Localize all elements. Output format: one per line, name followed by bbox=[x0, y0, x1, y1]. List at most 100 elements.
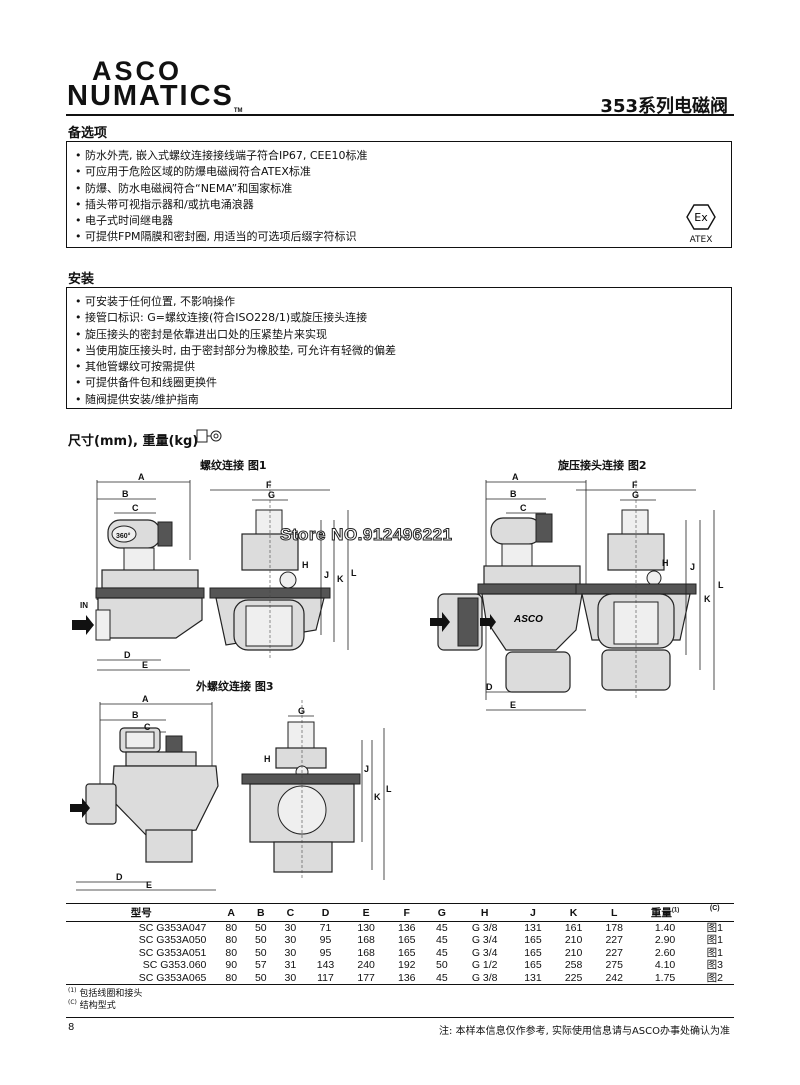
table-cell: 165 bbox=[524, 934, 542, 947]
table-cell: 45 bbox=[436, 922, 448, 934]
table-cell: 50 bbox=[254, 922, 267, 934]
table-cell: 2.90 bbox=[654, 934, 676, 947]
install-item: 其他管螺纹可按需提供 bbox=[75, 359, 723, 375]
body-brand-text: ASCO bbox=[513, 614, 543, 625]
options-box: 防水外壳, 嵌入式螺纹连接接线端子符合IP67, CEE10标准可应用于危险区域… bbox=[66, 141, 732, 248]
table-cell: 图1 bbox=[706, 934, 723, 947]
table-cell: 168 bbox=[357, 934, 375, 947]
table-cell: 1.75 bbox=[634, 971, 696, 986]
table-cell: G 1/2 bbox=[471, 959, 498, 972]
table-cell: 242 bbox=[593, 971, 635, 986]
install-item: 可安装于任何位置, 不影响操作 bbox=[75, 294, 723, 310]
table-cell: 图2 bbox=[695, 971, 734, 986]
table-header-cell: B bbox=[246, 903, 276, 922]
options-item: 防水外壳, 嵌入式螺纹连接接线端子符合IP67, CEE10标准 bbox=[75, 148, 723, 164]
dim-k-fig1: K bbox=[337, 574, 344, 584]
table-cell: 图1 bbox=[706, 946, 723, 959]
install-item: 接管口标识: G=螺纹连接(符合ISO228/1)或旋压接头连接 bbox=[75, 310, 723, 326]
dim-k-fig3: K bbox=[374, 792, 381, 802]
dim-j-fig3: J bbox=[364, 764, 369, 774]
dim-b-fig1: B bbox=[122, 489, 129, 499]
table-cell: 30 bbox=[284, 946, 297, 959]
fig1-side-view bbox=[72, 480, 205, 671]
table-cell: SC G353A047 bbox=[138, 922, 207, 934]
table-cell: 50 bbox=[246, 971, 276, 986]
fig1-front-view bbox=[209, 480, 349, 660]
table-cell: 4.10 bbox=[654, 959, 676, 972]
fig2-front-view bbox=[575, 480, 715, 700]
table-cell: 30 bbox=[284, 922, 297, 934]
table-cell: 210 bbox=[564, 934, 583, 947]
fig2-side-view: ASCO bbox=[430, 480, 587, 711]
options-item: 可提供FPM隔膜和密封圈, 用适当的可选项后缀字符标识 bbox=[75, 229, 723, 245]
dim-a-fig2: A bbox=[512, 472, 519, 482]
table-cell: 130 bbox=[357, 922, 375, 934]
dim-c-fig1: C bbox=[132, 503, 139, 513]
table-cell: G 3/4 bbox=[471, 946, 498, 959]
table-cell: 图3 bbox=[706, 959, 723, 972]
table-cell: 50 bbox=[254, 946, 267, 959]
dim-e-fig1: E bbox=[142, 660, 148, 670]
table-cell: 210 bbox=[564, 946, 583, 959]
table-cell: 178 bbox=[605, 922, 623, 934]
dim-h-fig3: H bbox=[264, 754, 271, 764]
install-list: 可安装于任何位置, 不影响操作接管口标识: G=螺纹连接(符合ISO228/1)… bbox=[75, 294, 723, 408]
dim-h-fig1: H bbox=[302, 560, 309, 570]
dim-a-fig1: A bbox=[138, 472, 145, 482]
table-header-cell: D bbox=[305, 903, 346, 922]
table-header-cell: G bbox=[427, 903, 457, 922]
atex-hexagon-icon: Ex bbox=[686, 204, 716, 230]
dim-l-fig3: L bbox=[386, 784, 392, 794]
table-cell: 80 bbox=[216, 971, 246, 986]
fig3-side-view bbox=[70, 702, 219, 891]
table-header-cell: L bbox=[593, 903, 635, 922]
dim-k-fig2: K bbox=[704, 594, 711, 604]
table-cell: 50 bbox=[436, 959, 448, 972]
table-cell: 225 bbox=[553, 971, 594, 986]
install-item: 当使用旋压接头时, 由于密封部分为橡胶垫, 可允许有轻微的偏差 bbox=[75, 343, 723, 359]
table-cell: 192 bbox=[397, 959, 416, 972]
dim-f-fig1: F bbox=[266, 480, 272, 490]
table-cell: G 3/8 bbox=[471, 922, 498, 934]
table-header-cell: A bbox=[216, 903, 246, 922]
table-cell: 95 bbox=[319, 946, 332, 959]
table-cell: 177 bbox=[345, 971, 387, 986]
table-cell: 131 bbox=[524, 922, 542, 934]
watermark: Store NO.912496221 bbox=[280, 525, 453, 545]
table-cell: 165 bbox=[524, 946, 542, 959]
dim-j-fig1: J bbox=[324, 570, 329, 580]
in-label: IN bbox=[80, 601, 88, 610]
install-item: 旋压接头的密封是依靠进出口处的压紧垫片来实现 bbox=[75, 327, 723, 343]
atex-label: ATEX bbox=[689, 235, 713, 245]
table-cell: 45 bbox=[427, 971, 457, 986]
table-cell: 80 bbox=[225, 946, 238, 959]
table-cell: 71 bbox=[319, 922, 332, 934]
table-header-cell: 型号 bbox=[66, 903, 217, 922]
table-cell: 57 bbox=[254, 959, 267, 972]
install-item: 可提供备件包和线圈更换件 bbox=[75, 375, 723, 391]
table-header-cell: F bbox=[386, 903, 428, 922]
options-item: 插头带可视指示器和/或抗电涌浪器 bbox=[75, 197, 723, 213]
page-title: 353系列电磁阀 bbox=[600, 96, 728, 117]
table-cell: 165 bbox=[397, 946, 416, 959]
table-cell: G 3/8 bbox=[456, 971, 513, 986]
table-cell: 1.40 bbox=[654, 922, 676, 934]
table-cell: 227 bbox=[605, 946, 623, 959]
dim-l-fig1: L bbox=[351, 568, 357, 578]
dim-g-fig1: G bbox=[268, 490, 275, 500]
fig1-label: 螺纹连接 图1 bbox=[200, 459, 267, 472]
table-cell: 136 bbox=[386, 971, 428, 986]
table-cell: SC G353.060 bbox=[142, 959, 207, 972]
table-header-cell: E bbox=[345, 903, 387, 922]
table-header-cell: K bbox=[553, 903, 594, 922]
fig3-label: 外螺纹连接 图3 bbox=[196, 680, 274, 693]
dim-l-fig2: L bbox=[718, 580, 724, 590]
table-cell: 31 bbox=[284, 959, 297, 972]
table-header-cell: J bbox=[512, 903, 554, 922]
table-cell: 80 bbox=[225, 934, 238, 947]
table-cell: 275 bbox=[605, 959, 623, 972]
atex-mark: Ex ATEX bbox=[684, 204, 718, 245]
